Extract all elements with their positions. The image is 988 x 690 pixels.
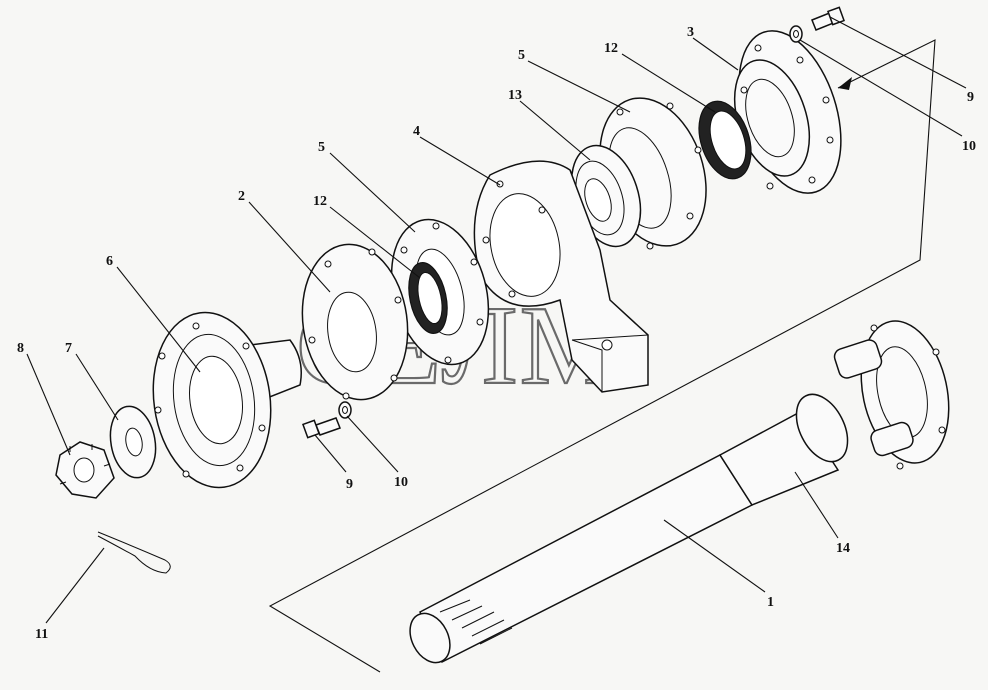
label-4: 4	[413, 124, 420, 139]
part-10-washer-top	[789, 25, 803, 43]
part-11-cotter-pin	[97, 531, 171, 574]
label-10-bottom: 10	[394, 475, 408, 490]
label-2: 2	[238, 189, 245, 204]
part-12-seal-mid	[408, 261, 448, 335]
part-9-bolt-bottom	[302, 417, 341, 439]
leader-lines	[26, 16, 967, 624]
part-12-seal-top	[698, 100, 752, 180]
part-10-washer-bottom	[338, 401, 352, 419]
callout-labels: 3 12 5 13 4 5 12 2 6 8 7 9 10 9 10 14 1 …	[17, 25, 976, 642]
part-3-flange-cover	[733, 30, 842, 194]
part-6-drive-flange	[152, 311, 302, 489]
label-12-top: 12	[604, 41, 618, 56]
label-6: 6	[106, 254, 113, 269]
part-4-bracket-housing	[473, 160, 649, 393]
part-8-castle-nut	[55, 441, 115, 499]
label-14: 14	[836, 541, 850, 556]
assembly-boundary-line	[268, 39, 936, 673]
part-9-bolt-top	[811, 6, 845, 31]
label-5-top: 5	[518, 48, 525, 63]
label-11: 11	[35, 627, 48, 642]
label-9-top: 9	[967, 90, 974, 105]
part-7-washer	[109, 405, 157, 479]
part-1-shaft	[409, 454, 754, 664]
part-2-housing-cover	[301, 243, 409, 401]
label-8: 8	[17, 341, 24, 356]
label-10-top: 10	[962, 139, 976, 154]
part-14-shaft-tube	[718, 393, 849, 506]
label-12-mid: 12	[313, 194, 327, 209]
label-9-bottom: 9	[346, 477, 353, 492]
label-7: 7	[65, 341, 72, 356]
label-5-mid: 5	[318, 140, 325, 155]
label-3: 3	[687, 25, 694, 40]
label-13: 13	[508, 88, 522, 103]
label-1: 1	[767, 595, 774, 610]
arrow-head	[838, 77, 852, 90]
universal-joint	[833, 320, 950, 470]
